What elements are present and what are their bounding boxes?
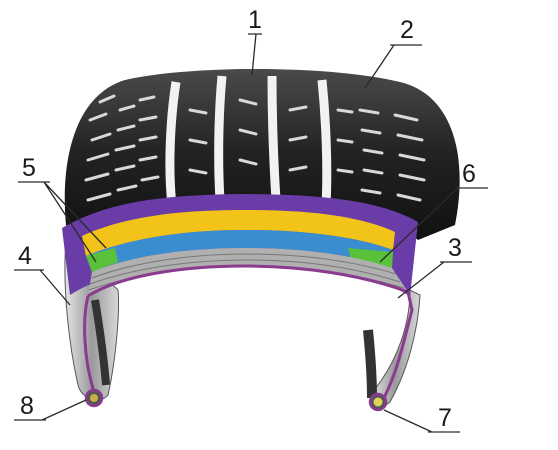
belt-blue xyxy=(86,230,393,272)
leader-1 xyxy=(248,33,262,76)
leader-7 xyxy=(383,409,460,433)
sidewall-right-inner xyxy=(363,329,377,399)
tread-rubber xyxy=(64,68,460,240)
carcass-ply xyxy=(88,248,408,296)
bead-left xyxy=(84,388,104,408)
callout-3: 3 xyxy=(448,234,462,262)
groove-1 xyxy=(165,81,181,206)
leader-8 xyxy=(14,399,87,421)
callout-7: 7 xyxy=(438,404,452,432)
tread-sipes xyxy=(84,94,426,202)
leader-3 xyxy=(397,261,472,299)
leader-4 xyxy=(14,269,71,306)
groove-3 xyxy=(267,75,281,201)
groove-4 xyxy=(317,79,332,206)
belt-yellow xyxy=(82,210,395,256)
tread xyxy=(64,68,460,240)
callout-6: 6 xyxy=(462,160,476,188)
callout-1: 1 xyxy=(248,6,262,34)
callout-8: 8 xyxy=(20,392,34,420)
leader-6 xyxy=(379,187,488,263)
callout-5: 5 xyxy=(22,154,36,182)
sidewall-left-inner xyxy=(91,299,110,386)
groove-2 xyxy=(214,75,227,201)
belt-edge-green-left xyxy=(86,248,118,272)
leader-5 xyxy=(18,181,107,263)
inner-liner xyxy=(83,264,414,399)
callout-labels: 1 2 3 4 5 6 7 8 xyxy=(18,6,476,432)
callout-4: 4 xyxy=(18,242,32,270)
bead-right xyxy=(368,392,388,412)
callout-2: 2 xyxy=(400,16,414,44)
leader-lines xyxy=(14,33,488,433)
leader-2 xyxy=(364,44,422,89)
